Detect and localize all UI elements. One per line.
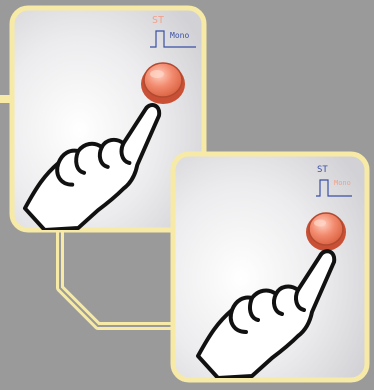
- panel-2-label-mono: Mono: [334, 179, 351, 187]
- pulse-waveform-icon: [150, 30, 196, 48]
- panel-2: ST Mono: [170, 151, 370, 383]
- push-button-icon: [306, 212, 346, 251]
- pulse-waveform-icon: [316, 179, 352, 197]
- connector-panel-link-inner: [59, 228, 172, 327]
- panel-1-label-mono: Mono: [170, 31, 189, 40]
- panel-2-label-st: ST: [317, 165, 328, 175]
- connector-panel-link: [56, 228, 172, 330]
- push-button-icon: [141, 62, 185, 104]
- panel-1-label-st: ST: [152, 15, 164, 26]
- panel-1: ST Mono: [9, 5, 207, 233]
